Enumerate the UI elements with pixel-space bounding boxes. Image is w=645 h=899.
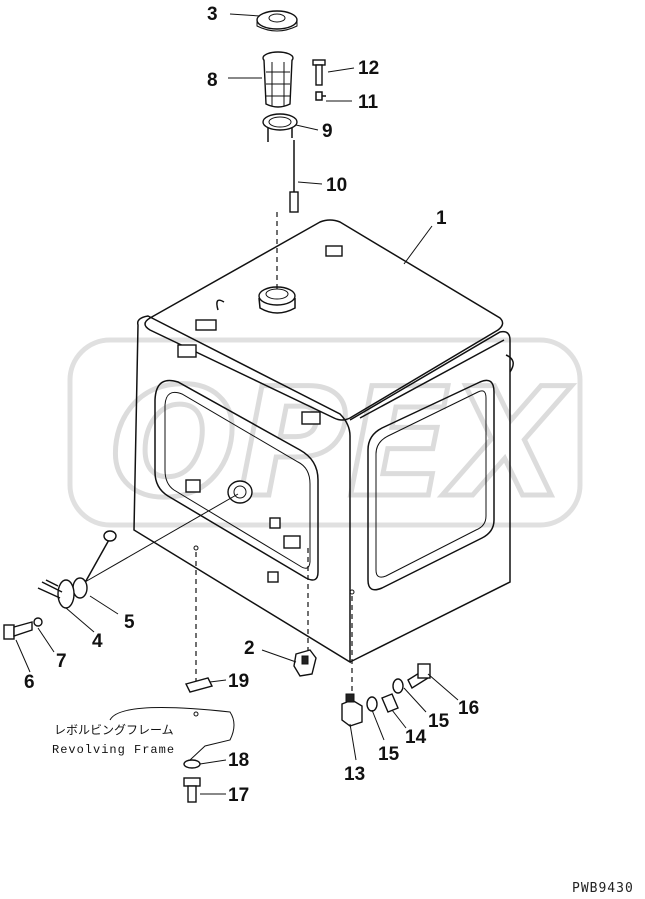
- level-sensor-assembly: [3, 530, 117, 640]
- clip-2: [293, 649, 317, 677]
- callout-15b: 15: [378, 744, 400, 765]
- watermark-text: OPEX: [110, 357, 572, 531]
- callout-8: 8: [207, 70, 218, 91]
- callout-18: 18: [228, 750, 249, 771]
- bolt-12: [312, 59, 326, 86]
- hydraulic-tank: [133, 219, 514, 664]
- callouts: 3 8 12 11 9 10 1 5 4 6 7 2 19 18 17 16 1…: [24, 4, 479, 806]
- gauge-10: [289, 140, 299, 213]
- guide-lines: [77, 212, 353, 700]
- revolving-frame-label-en: Revolving Frame: [52, 743, 175, 757]
- callout-17: 17: [228, 785, 249, 806]
- callout-19: 19: [228, 671, 249, 692]
- callout-7: 7: [56, 651, 67, 672]
- strainer: [262, 51, 294, 108]
- watermark: OPEX: [67, 337, 583, 534]
- callout-4: 4: [92, 631, 103, 652]
- flange-9: [262, 113, 298, 142]
- callout-3: 3: [207, 4, 218, 25]
- callout-5: 5: [124, 612, 135, 633]
- mount-stack: [109, 677, 235, 803]
- callout-13: 13: [344, 764, 365, 785]
- callout-14: 14: [405, 727, 427, 748]
- callout-15a: 15: [428, 711, 450, 732]
- callout-6: 6: [24, 672, 35, 693]
- callout-12: 12: [358, 58, 379, 79]
- callout-10: 10: [326, 175, 347, 196]
- callout-9: 9: [322, 121, 333, 142]
- revolving-frame-label-jp: レボルビングフレーム: [54, 723, 174, 737]
- leader-lines-bottom: [15, 595, 459, 795]
- clip-11: [315, 91, 326, 101]
- drawing-code: PWB9430: [572, 881, 634, 896]
- leader-lines-top: [228, 13, 433, 265]
- drain-fitting: [341, 663, 431, 727]
- fuel-cap: [256, 10, 298, 32]
- callout-1: 1: [436, 208, 447, 229]
- callout-16: 16: [458, 698, 479, 719]
- callout-11: 11: [358, 92, 379, 113]
- callout-2: 2: [244, 638, 255, 659]
